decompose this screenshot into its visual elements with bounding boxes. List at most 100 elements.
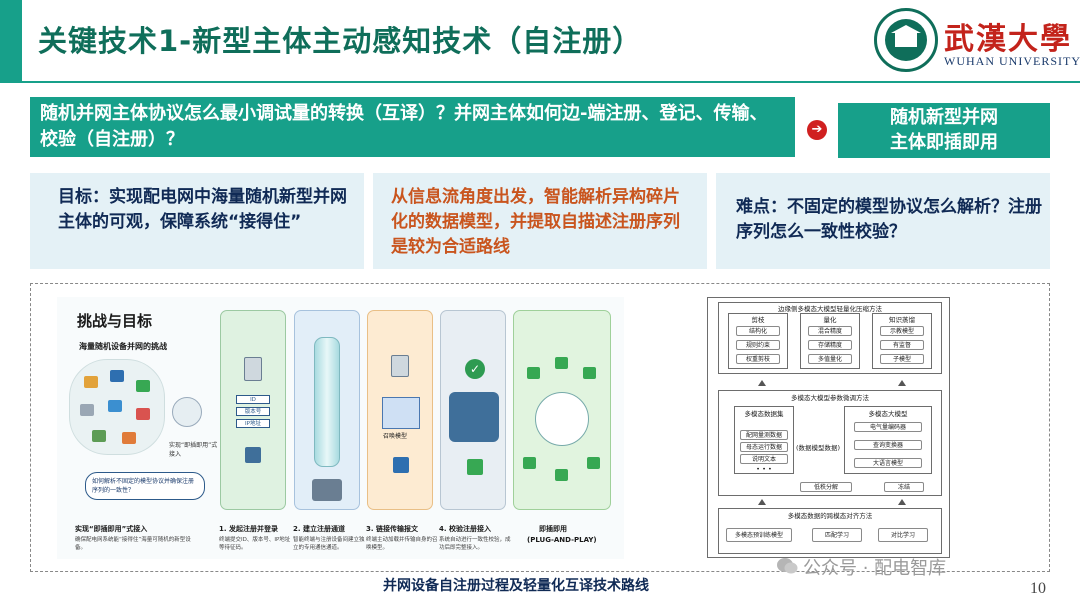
wind-turbine-icon: [108, 400, 122, 412]
group-item: 权重剪枝: [736, 354, 780, 364]
university-name-english: WUHAN UNIVERSITY: [944, 54, 1080, 68]
tower-label: 实现“即插即用”式接入: [169, 442, 218, 458]
group-item: 规则约束: [736, 340, 780, 350]
goal-card: 目标：实现配电网中海量随机新型并网主体的可观，保障系统“接得住”: [30, 173, 364, 269]
group-title: 剪枝: [751, 316, 765, 324]
arrow-right-icon: ➔: [807, 120, 827, 140]
chip-ip: IP地址: [236, 419, 270, 428]
group-title: 量化: [823, 316, 837, 324]
power-tower-icon: [172, 397, 202, 427]
check-icon: ✓: [465, 359, 485, 379]
device-cluster: [69, 359, 165, 455]
dataset-title: 多模态数据集: [744, 410, 784, 418]
group-item: 子模型: [880, 354, 924, 364]
group-item: 多值量化: [808, 354, 852, 364]
dataset-more: • • •: [756, 465, 772, 473]
terminal-icon: [391, 355, 409, 377]
charger-icon: [136, 408, 150, 420]
model-item: 查询变换器: [854, 440, 922, 450]
challenge-bubble: 如何解析不固定的模型协议并确保注册序列的一致性？: [85, 472, 205, 500]
header-accent-bar: [0, 0, 22, 82]
model-item: 电气量编码器: [854, 422, 922, 432]
step-desc: 终端提交ID、版本号、IP地址等待征码。: [219, 537, 291, 551]
model-item: 大语言模型: [854, 458, 922, 468]
figure-caption: 并网设备自注册过程及轻量化互译技术路线: [383, 578, 649, 594]
step-title: 即插即用: [539, 525, 567, 533]
device-icon: [587, 457, 600, 469]
freeze-label: 冻结: [884, 482, 924, 492]
device-icon: [583, 367, 596, 379]
question-text: 随机并网主体协议怎么最小调试量的转换（互译）？并网主体如何边-端注册、登记、传输…: [40, 103, 768, 150]
approach-card: 从信息流角度出发，智能解析异构碎片化的数据模型，并提取自描述注册序列是较为合适路…: [373, 173, 707, 269]
finetune-title: 多模态大模型参数微调方法: [791, 394, 869, 402]
university-emblem-icon: [874, 8, 938, 72]
processor-icon: [449, 392, 499, 442]
meter-icon: [80, 404, 94, 416]
arrow-up-icon: [898, 380, 906, 386]
group-item: 结构化: [736, 326, 780, 336]
model-scroll-icon: [382, 397, 420, 429]
step-desc: 确保配电网系统能“接得住”海量可随机的新型设备。: [75, 537, 191, 551]
arrow-up-icon: [758, 380, 766, 386]
alignment-item: 多模态预训练模型: [726, 528, 792, 542]
grid-hub-icon: [535, 392, 589, 446]
scroll-label: 召唤模型: [383, 433, 408, 440]
page-title: 关键技术1-新型主体主动感知技术（自注册）: [38, 24, 643, 58]
step-title: 实现“即插即用”式接入: [75, 525, 148, 533]
plug-and-play-line2: 主体即插即用: [890, 132, 998, 153]
arrow-up-icon: [758, 499, 766, 505]
compression-title: 边缘侧多模态大模型轻量化压缩方法: [778, 305, 882, 313]
arrow-up-icon: [898, 499, 906, 505]
group-item: 示教模型: [880, 326, 924, 336]
alignment-item: 匹配学习: [812, 528, 862, 542]
difficulty-card: 难点：不固定的模型协议怎么解析？注册序列怎么一致性校验？: [716, 173, 1050, 269]
device-icon: [555, 469, 568, 481]
wechat-icon: [777, 558, 798, 574]
dataset-item: 说明文本: [740, 454, 788, 464]
channel-tube-icon: [314, 337, 340, 467]
device-icon: [523, 457, 536, 469]
step-title: 4. 校验注册接入: [439, 525, 491, 533]
group-item: 混合精度: [808, 326, 852, 336]
ev-icon: [122, 432, 136, 444]
figure-frame: [30, 283, 1050, 572]
header-divider: [0, 81, 1080, 83]
battery-icon: [136, 380, 150, 392]
illustration-title: 挑战与目标: [77, 312, 153, 330]
group-item: 存储精度: [808, 340, 852, 350]
chip-id: ID: [236, 395, 270, 404]
plug-and-play-banner: 随机新型并网 主体即插即用: [838, 103, 1050, 158]
step-title: 3. 链接传输报文: [366, 525, 418, 533]
step-column-register: [220, 310, 286, 510]
storage-icon: [92, 430, 106, 442]
group-title: 知识蒸馏: [889, 316, 915, 324]
server-icon: [312, 479, 342, 501]
plug-icon: [467, 459, 483, 475]
device-icon: [527, 367, 540, 379]
step-desc: (PLUG-AND-PLAY): [527, 536, 597, 544]
low-rank-label: 低秩分解: [800, 482, 852, 492]
data-model-label: (数据模型数据): [795, 444, 841, 452]
method-diagram: 边缘侧多模态大模型轻量化压缩方法 剪枝 结构化 规则约束 权重剪枝 量化 混合精…: [707, 297, 950, 558]
alignment-title: 多模态数据的跨模态对齐方法: [787, 512, 873, 520]
watermark-text: 公众号 · 配电智库: [803, 558, 947, 579]
plug-and-play-line1: 随机新型并网: [890, 107, 998, 128]
device-icon: [555, 357, 568, 369]
device-icon: [84, 376, 98, 388]
step-desc: 系统自动进行一致性校验，成功后即完整接入。: [439, 537, 511, 551]
group-item: 有监督: [880, 340, 924, 350]
step-title: 2. 建立注册通道: [293, 525, 345, 533]
alignment-item: 对比学习: [878, 528, 928, 542]
plug-icon: [245, 447, 261, 463]
dataset-item: 配网量测数据: [740, 430, 788, 440]
solar-panel-icon: [110, 370, 124, 382]
plug-icon: [393, 457, 409, 473]
chip-version: 版本号: [236, 407, 270, 416]
model-title: 多模态大模型: [868, 410, 908, 418]
terminal-icon: [244, 357, 262, 381]
step-desc: 终端主动加载并传输自身的召唤模型。: [366, 537, 438, 551]
step-title: 1. 发起注册并登录: [219, 525, 278, 533]
university-name-calligraphy: 武漢大學: [944, 22, 1072, 57]
step-desc: 智能终端与注册设备间建立独立的专用通信通道。: [293, 537, 365, 551]
registration-illustration: 挑战与目标 海量随机设备并网的挑战 实现“即插即用”式接入 如何解析不固定的模型…: [57, 297, 624, 559]
